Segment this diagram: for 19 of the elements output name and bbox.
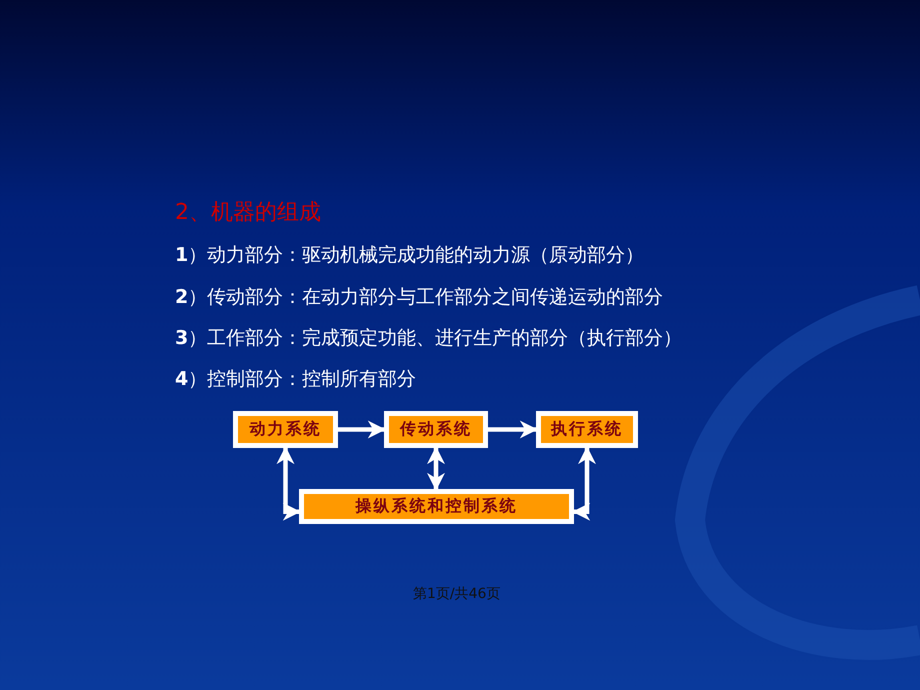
page-number: 第1页/共46页: [413, 585, 500, 603]
list-item: 2）传动部分：在动力部分与工作部分之间传递运动的部分: [175, 285, 664, 310]
heading: 2、机器的组成: [175, 199, 321, 227]
box-label: 动力系统: [250, 419, 322, 440]
process-box: [299, 489, 574, 524]
arrow: [572, 446, 596, 521]
list-item: 4）控制部分：控制所有部分: [175, 367, 416, 392]
box-label: 执行系统: [551, 419, 623, 440]
list-item: 1）动力部分：驱动机械完成功能的动力源（原动部分）: [175, 243, 644, 268]
arrow: [276, 446, 301, 521]
arrow: [338, 420, 386, 438]
process-box: [384, 411, 488, 448]
process-box: [233, 411, 338, 448]
list-item: 3）工作部分：完成预定功能、进行生产的部分（执行部分）: [175, 326, 682, 351]
arrow: [427, 446, 445, 491]
box-label: 操纵系统和控制系统: [356, 496, 518, 517]
process-box: [536, 411, 638, 448]
box-label: 传动系统: [400, 419, 472, 440]
arrow: [488, 420, 538, 438]
